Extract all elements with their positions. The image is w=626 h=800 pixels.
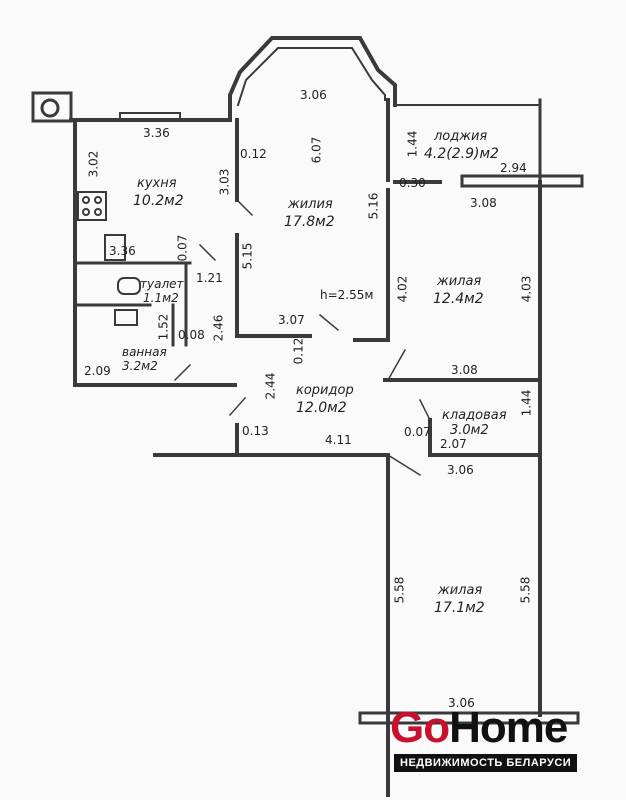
balcony-bottom (358, 711, 580, 725)
dim-label: 3.02 (86, 150, 101, 178)
stove-burner (82, 196, 90, 204)
dim-label: 0.12 (240, 147, 267, 161)
room-name-living3: жилая (438, 583, 483, 598)
dim-label: 4.11 (325, 433, 352, 447)
room-area-kitchen: 10.2м2 (133, 193, 184, 209)
dim-label: 5.58 (392, 576, 407, 604)
dim-label: 1.52 (156, 313, 171, 341)
room-area-corridor: 12.0м2 (296, 400, 347, 416)
dim-label: 2.07 (440, 437, 467, 451)
room-area-living3: 17.1м2 (434, 600, 485, 616)
window-kitchen (119, 112, 181, 120)
room-name-kitchen: кухня (137, 176, 177, 191)
dim-label: 3.06 (448, 696, 475, 710)
dim-label: 6.07 (309, 136, 324, 164)
wall-bay-window (228, 36, 397, 122)
loggia-bracket (460, 174, 584, 188)
dim-label: 3.07 (278, 313, 305, 327)
dim-label: 3.06 (447, 463, 474, 477)
dim-label: 3.36 (143, 126, 170, 140)
door-swing (198, 243, 217, 262)
dim-label: 5.15 (240, 242, 255, 270)
vent-pipe (40, 98, 60, 118)
toilet-bowl (117, 277, 141, 295)
dim-label: 2.44 (263, 372, 278, 400)
door-swing (235, 198, 254, 217)
dim-label: 2.94 (500, 161, 527, 175)
stove-burner (94, 208, 102, 216)
room-area-bath: 3.2м2 (122, 359, 158, 373)
dim-label: 1.44 (405, 130, 420, 158)
door-swing (386, 348, 407, 382)
dim-label: 1.44 (519, 389, 534, 417)
sink (104, 234, 126, 261)
dim-label: 3.06 (300, 88, 327, 102)
logo-home: Home (449, 703, 568, 752)
room-name-corridor: коридор (296, 383, 354, 398)
dim-label: 3.36 (109, 244, 136, 258)
dim-label: 4.02 (395, 275, 410, 303)
room-name-living1: жилия (288, 197, 333, 212)
room-area-living1: 17.8м2 (284, 214, 335, 230)
dim-label: 0.13 (242, 424, 269, 438)
dim-label: 0.07 (404, 425, 431, 439)
ceiling-height: h=2.55м (320, 288, 374, 302)
dim-label: 2.46 (211, 314, 226, 342)
stove-burner (94, 196, 102, 204)
washbasin (114, 309, 138, 326)
dim-label: 0.07 (175, 234, 190, 262)
room-area-loggia: 4.2(2.9)м2 (424, 146, 499, 162)
logo-go: Go (390, 703, 450, 752)
room-area-toilet: 1.1м2 (143, 291, 179, 305)
dim-label: 3.08 (451, 363, 478, 377)
room-name-bath: ванная (122, 345, 167, 359)
dim-label: 2.09 (84, 364, 111, 378)
door-swing (173, 363, 192, 382)
logo-wordmark: GoHome (390, 703, 568, 752)
dim-label: 0.30 (399, 176, 426, 190)
stove-burner (82, 208, 90, 216)
room-name-loggia: лоджия (434, 129, 488, 144)
room-name-living2: жилая (437, 274, 482, 289)
stove (77, 191, 107, 221)
dim-label: 3.08 (470, 196, 497, 210)
room-area-living2: 12.4м2 (433, 291, 484, 307)
vent-shaft (31, 91, 73, 123)
dim-label: 4.03 (519, 275, 534, 303)
wall-bay-window-inner (236, 47, 386, 107)
door-swing (228, 396, 247, 417)
dim-label: 1.21 (196, 271, 223, 285)
door-swing (386, 453, 422, 477)
room-area-storage: 3.0м2 (450, 423, 489, 438)
gohome-logo: GoHome НЕДВИЖИМОСТЬ БЕЛАРУСИ (390, 706, 584, 776)
dim-label: 3.03 (217, 168, 232, 196)
dim-label: 5.58 (518, 576, 533, 604)
dim-label: 0.12 (291, 337, 306, 365)
logo-tagline: НЕДВИЖИМОСТЬ БЕЛАРУСИ (394, 754, 578, 772)
dim-label: 5.16 (366, 192, 381, 220)
room-name-toilet: туалет (140, 277, 184, 291)
door-swing (418, 398, 432, 422)
room-name-storage: кладовая (442, 408, 507, 423)
door-swing (318, 313, 340, 332)
dim-label: 0.08 (178, 328, 205, 342)
